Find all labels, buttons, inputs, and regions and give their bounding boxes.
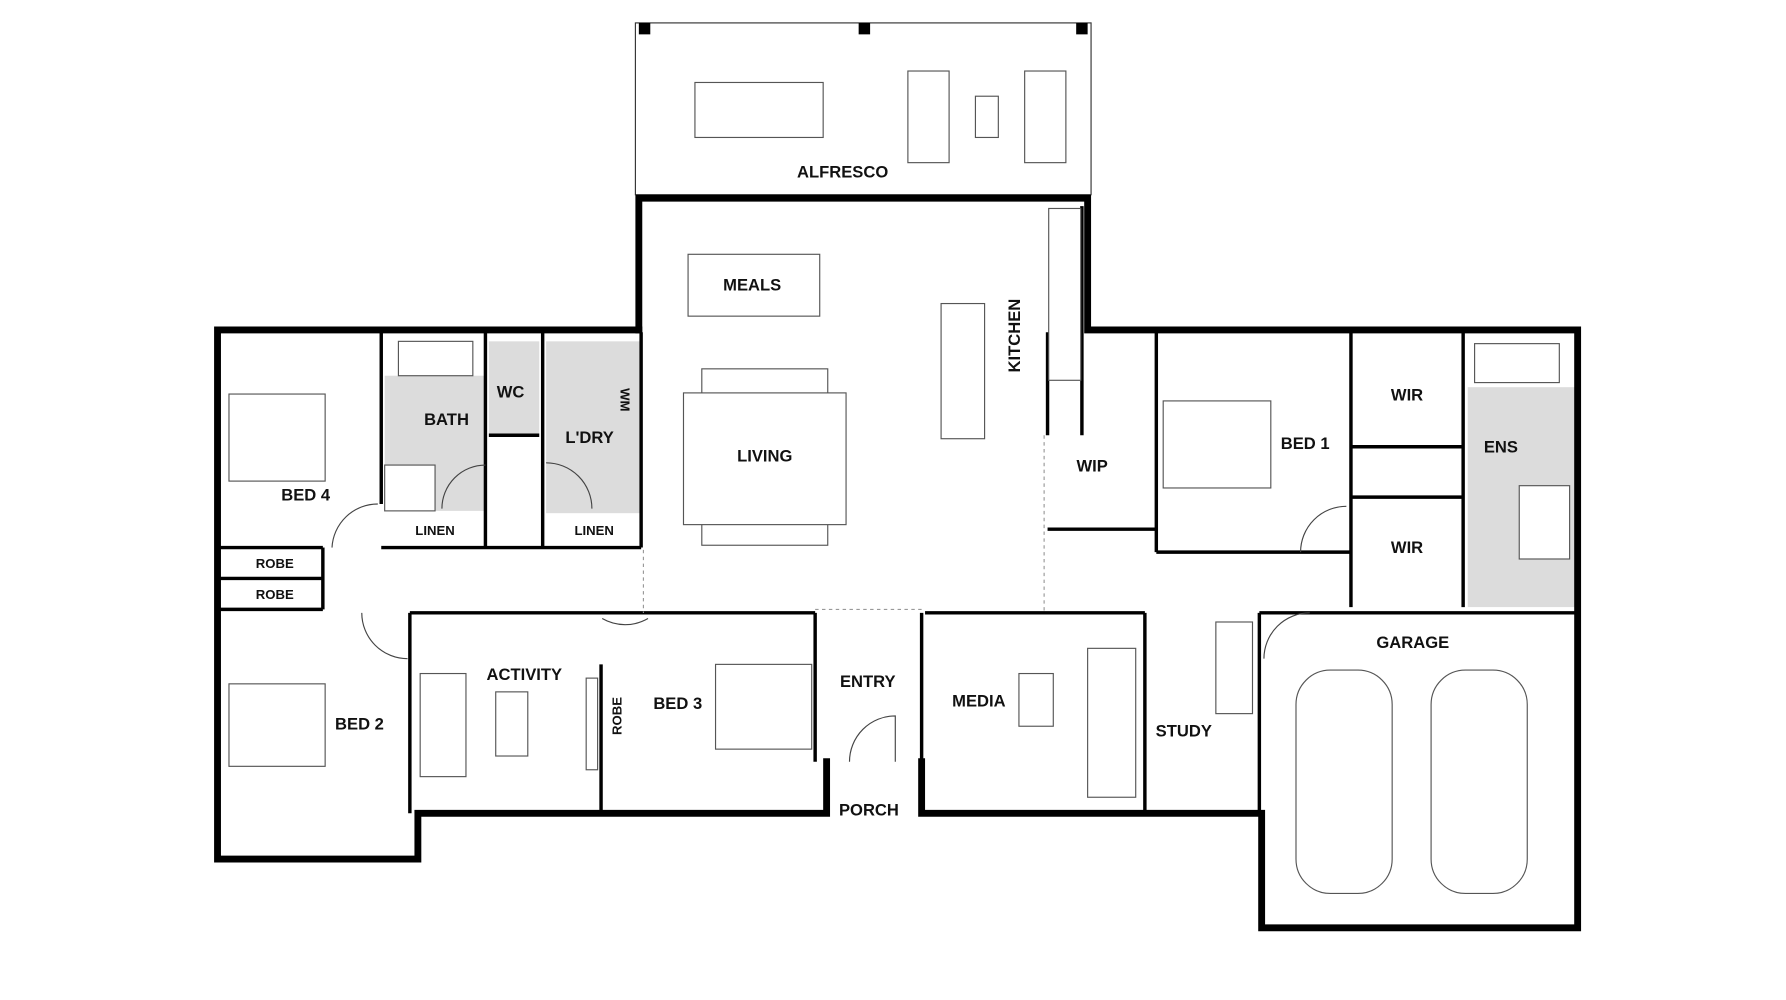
label-alfresco: ALFRESCO [797, 162, 888, 181]
furniture [228, 207, 1571, 895]
label-bed4: BED 4 [281, 485, 331, 504]
label-bath: BATH [424, 410, 469, 429]
label-linen2: LINEN [574, 523, 613, 538]
label-bed3: BED 3 [653, 694, 702, 713]
label-bed2: BED 2 [335, 714, 384, 733]
label-porch: PORCH [839, 800, 899, 819]
label-wm: WM [617, 388, 632, 411]
label-wc: WC [497, 382, 525, 401]
interior-walls [219, 206, 1578, 814]
label-study: STUDY [1156, 721, 1212, 740]
outer-walls [214, 194, 1582, 932]
label-activity: ACTIVITY [487, 665, 563, 684]
label-ens: ENS [1484, 437, 1518, 456]
label-media: MEDIA [952, 692, 1005, 711]
label-robe3: ROBE [610, 697, 625, 735]
open-boundaries [331, 435, 1347, 762]
label-robe2: ROBE [256, 587, 294, 602]
label-wir1: WIR [1391, 386, 1423, 405]
label-kitchen: KITCHEN [1005, 299, 1024, 373]
label-bed1: BED 1 [1281, 434, 1330, 453]
alfresco-area [634, 22, 1092, 196]
label-robe1: ROBE [256, 556, 294, 571]
label-garage: GARAGE [1376, 633, 1449, 652]
wet-areas [384, 341, 1578, 608]
label-entry: ENTRY [840, 672, 896, 691]
label-laundry: L'DRY [565, 428, 614, 447]
label-wip: WIP [1077, 457, 1108, 476]
label-living: LIVING [737, 446, 792, 465]
label-meals: MEALS [723, 276, 781, 295]
label-linen1: LINEN [415, 523, 454, 538]
room-labels: ALFRESCO MEALS LIVING KITCHEN WIP BED 1 … [256, 162, 1518, 819]
label-wir2: WIR [1391, 538, 1423, 557]
